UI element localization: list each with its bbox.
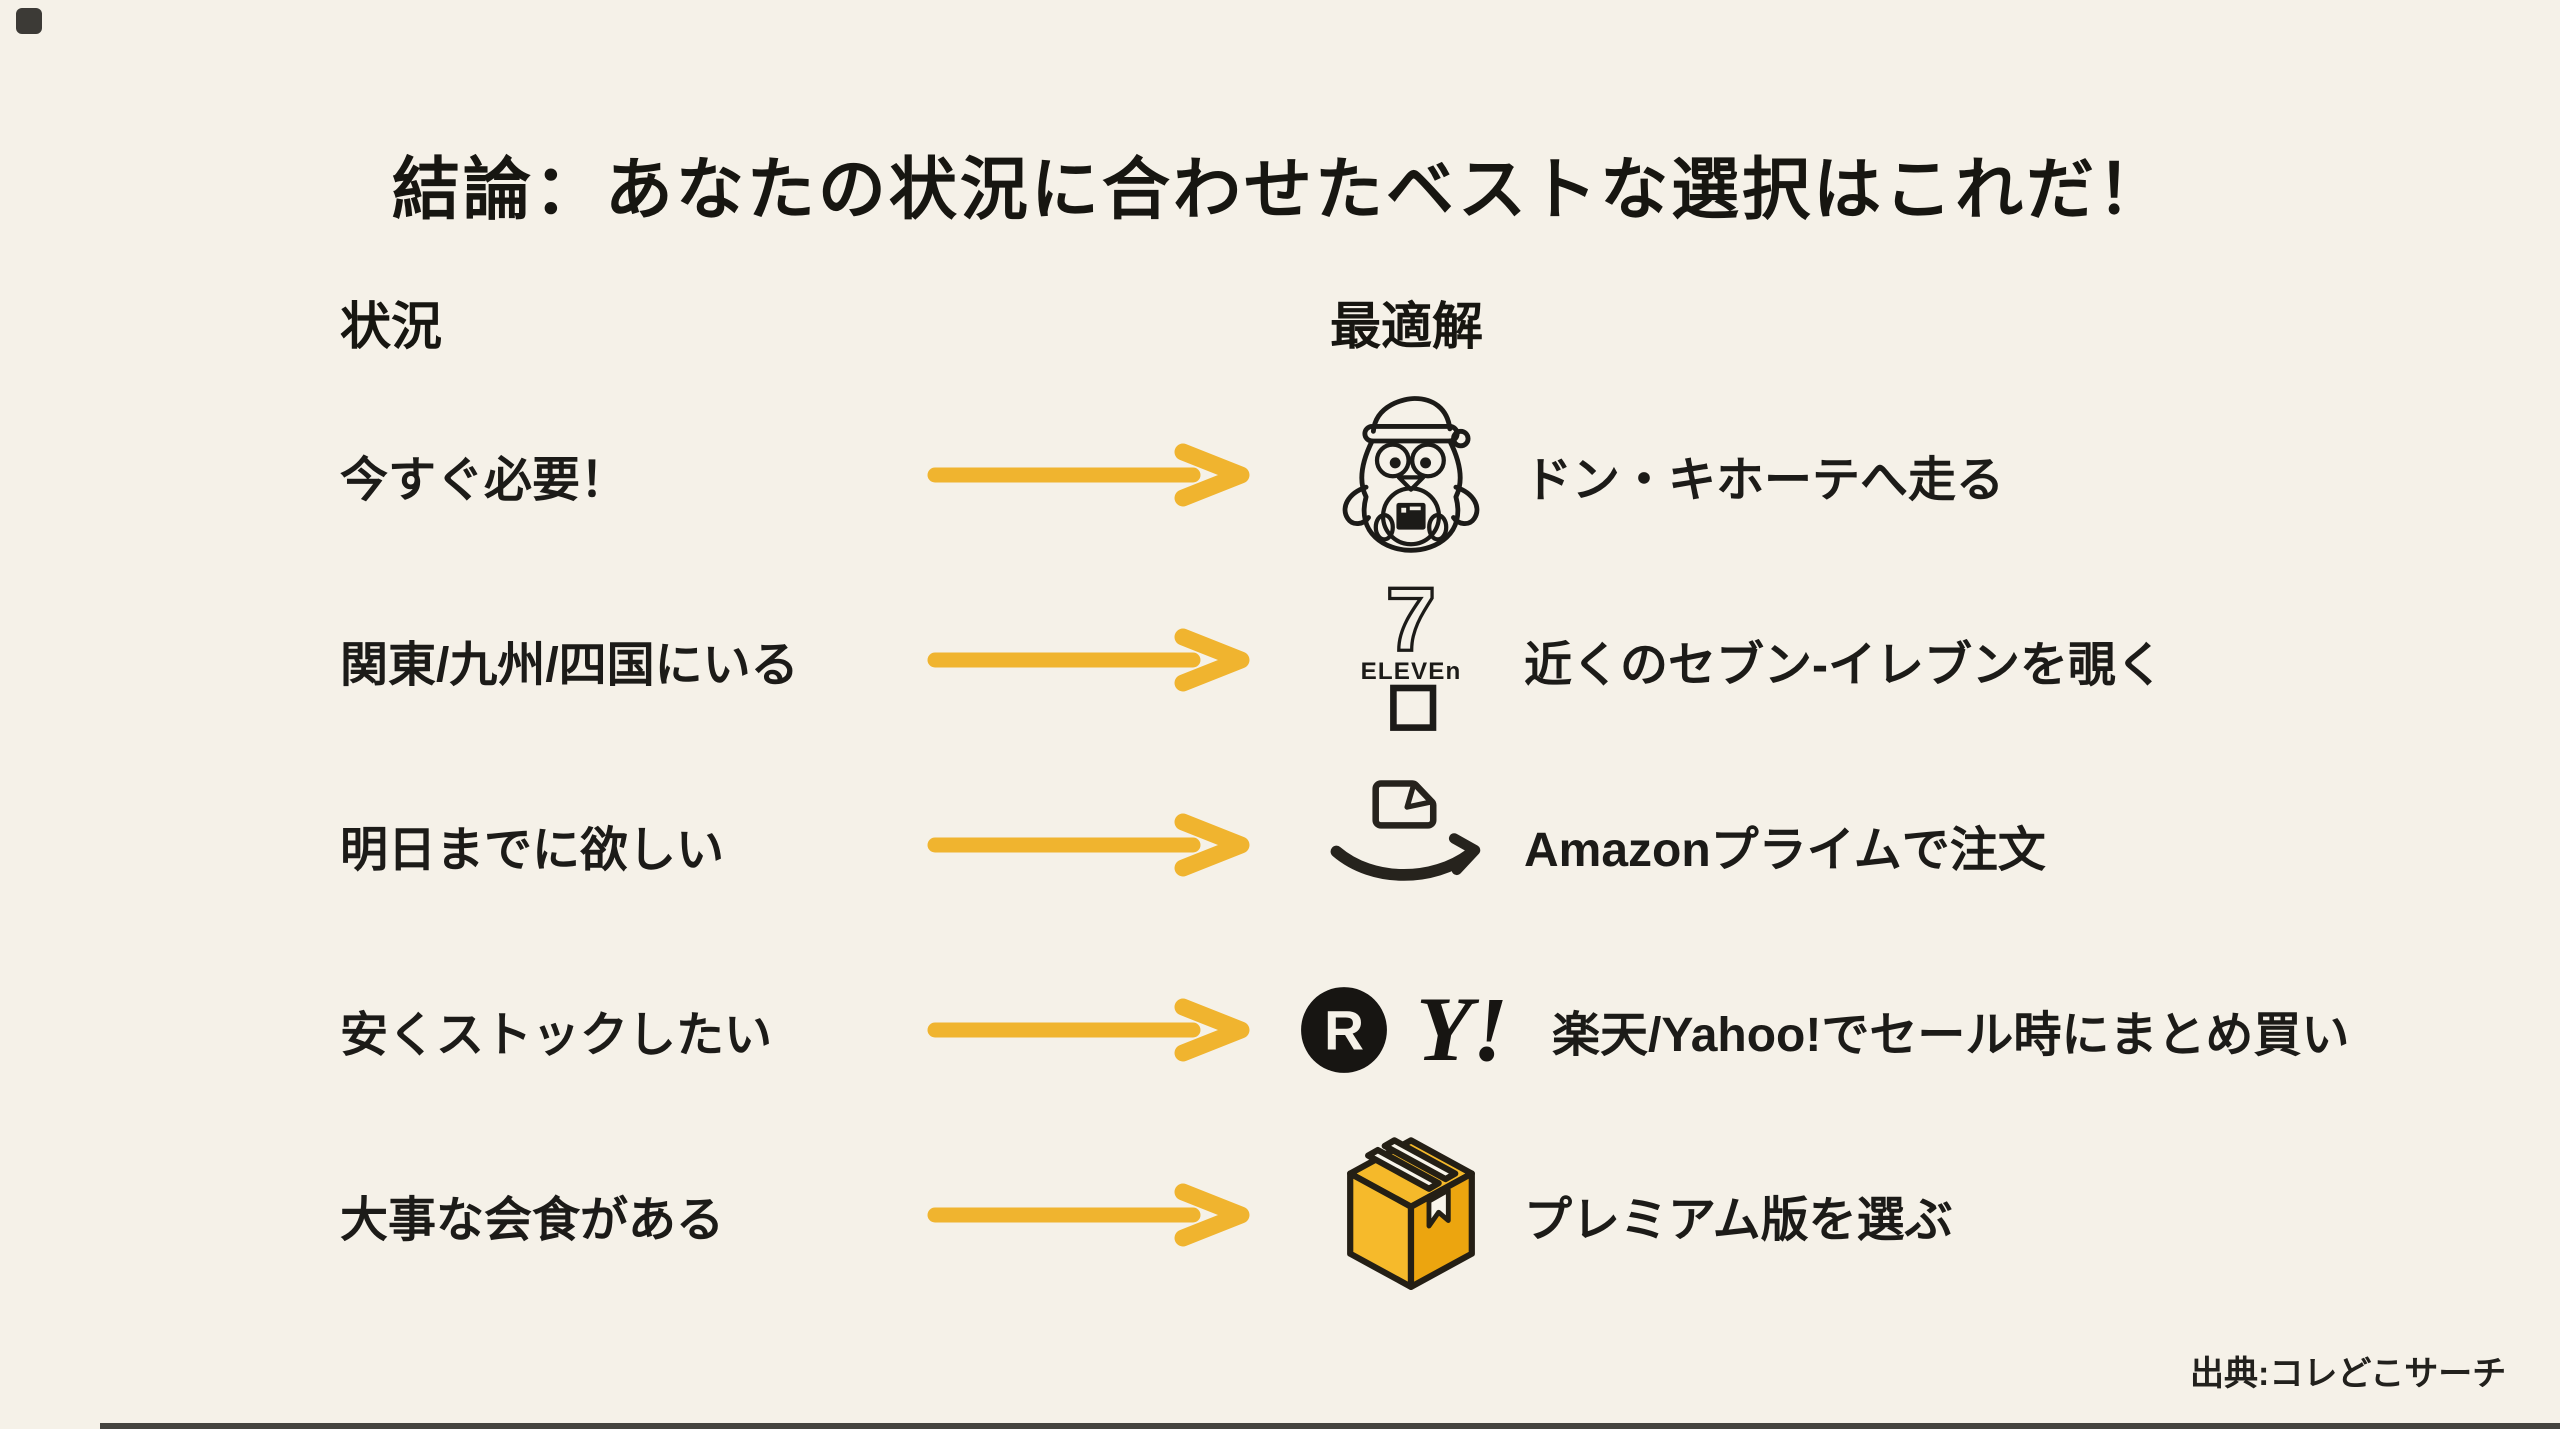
situation-label: 明日までに欲しい — [340, 824, 725, 877]
table-row: 関東/九州/四国にいる 7 ELEVEn 近くのセブン-イレブンを覗く — [0, 570, 2560, 750]
yahoo-icon: Y! — [1416, 980, 1508, 1080]
yahoo-wordmark: Y! — [1416, 980, 1508, 1080]
situation-label: 関東/九州/四国にいる — [340, 639, 799, 692]
seven-eleven-wordmark: ELEVEn — [1361, 658, 1462, 685]
table-row: 明日までに欲しい Amazonプライムで注文 — [0, 755, 2560, 935]
situation-label: 大事な会食がある — [340, 1194, 725, 1247]
page-title: 結論：あなたの状況に合わせたベストな選択はこれだ！ — [391, 151, 2169, 228]
solution-label: プレミアム版を選ぶ — [1524, 1194, 1953, 1247]
table-row: 大事な会食がある プレミアム版を選ぶ — [0, 1125, 2560, 1305]
situation-label: 今すぐ必要！ — [340, 454, 629, 507]
seven-eleven-numeral: 7 — [1386, 578, 1436, 671]
solution-label: 近くのセブン-イレブンを覗く — [1524, 639, 2164, 692]
solution-label: 楽天/Yahoo!でセール時にまとめ買い — [1552, 1009, 2350, 1062]
solution-label: Amazonプライムで注文 — [1524, 824, 2046, 877]
premium-box-icon — [1316, 1125, 1506, 1305]
column-header-solution: 最適解 — [1330, 298, 1484, 355]
seven-eleven-icon: 7 ELEVEn — [1316, 570, 1506, 750]
amazon-smile-icon — [1316, 755, 1506, 935]
screen-edge-artifact-bottom — [100, 1423, 2560, 1429]
marketplace-icons: R Y! — [1298, 940, 1544, 1120]
don-quijote-penguin-icon — [1316, 385, 1506, 565]
source-credit: 出典:コレどこサーチ — [2190, 1355, 2507, 1393]
arrow-icon — [925, 813, 1255, 877]
situation-label: 安くストックしたい — [340, 1009, 773, 1062]
table-row: 今すぐ必要！ — [0, 385, 2560, 565]
column-header-situation: 状況 — [340, 298, 443, 355]
screen-edge-artifact-top-left — [16, 8, 42, 34]
arrow-icon — [925, 998, 1255, 1062]
arrow-icon — [925, 443, 1255, 507]
rakuten-letter: R — [1324, 999, 1364, 1061]
arrow-icon — [925, 1183, 1255, 1247]
arrow-icon — [925, 628, 1255, 692]
rakuten-icon: R — [1301, 987, 1387, 1073]
table-row: 安くストックしたい R Y! 楽天/Yahoo!でセール時にまとめ買い — [0, 940, 2560, 1120]
solution-label: ドン・キホーテへ走る — [1524, 454, 2005, 507]
